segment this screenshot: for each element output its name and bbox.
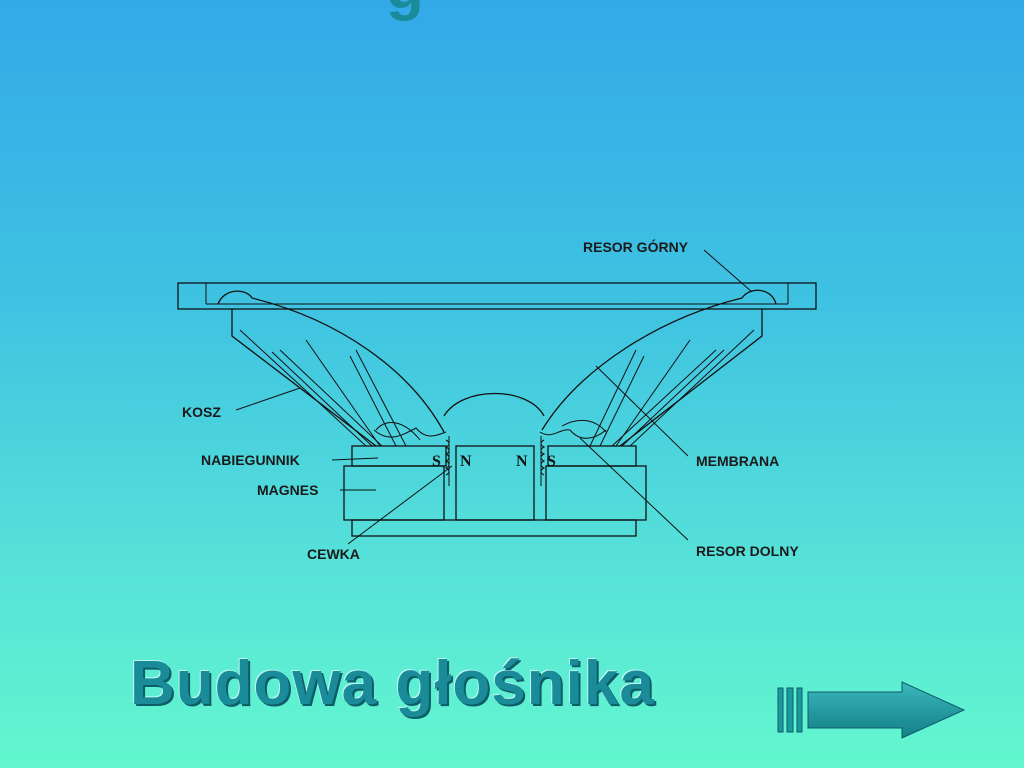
top-rim	[177, 282, 817, 310]
label-magnes: MAGNES	[257, 482, 318, 498]
arrow-right-icon	[777, 681, 966, 739]
label-membrana: MEMBRANA	[696, 453, 779, 469]
speaker-frame: S N N S	[177, 282, 817, 537]
pole-label-right-outer: S	[547, 453, 556, 470]
voice-coil	[444, 436, 546, 486]
basket-right	[619, 309, 763, 447]
membrane-right	[541, 297, 743, 431]
pole-label-left-inner: N	[460, 453, 472, 470]
label-nabiegunnik: NABIEGUNNIK	[201, 452, 300, 468]
leader-lines	[235, 249, 753, 545]
label-kosz: KOSZ	[182, 404, 221, 420]
label-resor-dolny: RESOR DOLNY	[696, 543, 799, 559]
next-slide-button[interactable]	[776, 680, 968, 740]
magnet-right	[545, 465, 647, 521]
membrane-left	[251, 297, 445, 433]
bottom-plate	[351, 519, 637, 537]
slide-title: Budowa głośnika	[130, 649, 655, 718]
pole-label-right-inner: N	[516, 453, 528, 470]
label-resor-gorny: RESOR GÓRNY	[583, 238, 689, 255]
pole-label-left-outer: S	[432, 453, 441, 470]
basket-left	[231, 309, 377, 447]
magnet-left	[343, 465, 445, 521]
label-cewka: CEWKA	[307, 546, 360, 562]
dust-cap	[443, 392, 545, 417]
